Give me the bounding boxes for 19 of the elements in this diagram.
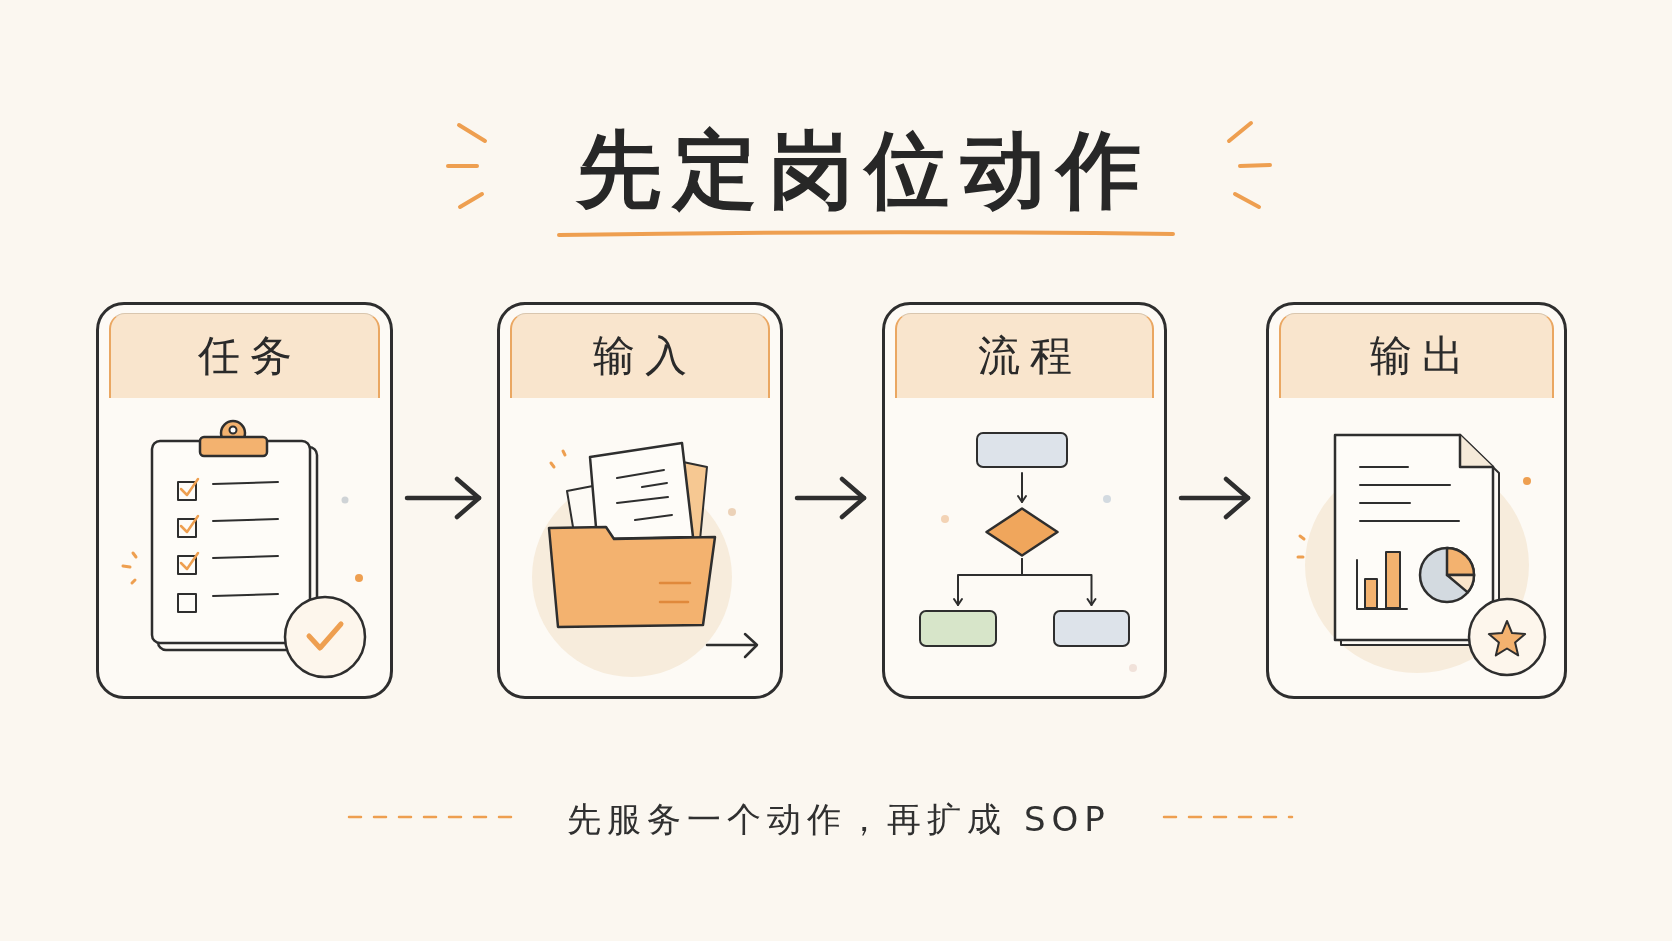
step-header: 流程 <box>895 313 1154 398</box>
step-card <box>96 302 393 699</box>
step-header: 输入 <box>510 313 770 398</box>
step-card <box>1266 302 1567 699</box>
process-box <box>1053 610 1130 647</box>
caption: 先服务一个动作，再扩成 SOP <box>566 802 1111 836</box>
title: 先定岗位动作 <box>575 128 1153 212</box>
process-box <box>976 432 1068 468</box>
arrow <box>1021 558 1097 606</box>
arrow <box>1178 476 1251 520</box>
step-header: 输出 <box>1279 313 1554 398</box>
arrow <box>404 476 482 520</box>
process-box <box>919 610 997 647</box>
step-card <box>497 302 783 699</box>
step-card <box>882 302 1167 699</box>
step-header: 任务 <box>109 313 380 398</box>
arrow <box>1017 472 1027 503</box>
arrow <box>794 476 867 520</box>
decision-diamond <box>985 507 1059 557</box>
